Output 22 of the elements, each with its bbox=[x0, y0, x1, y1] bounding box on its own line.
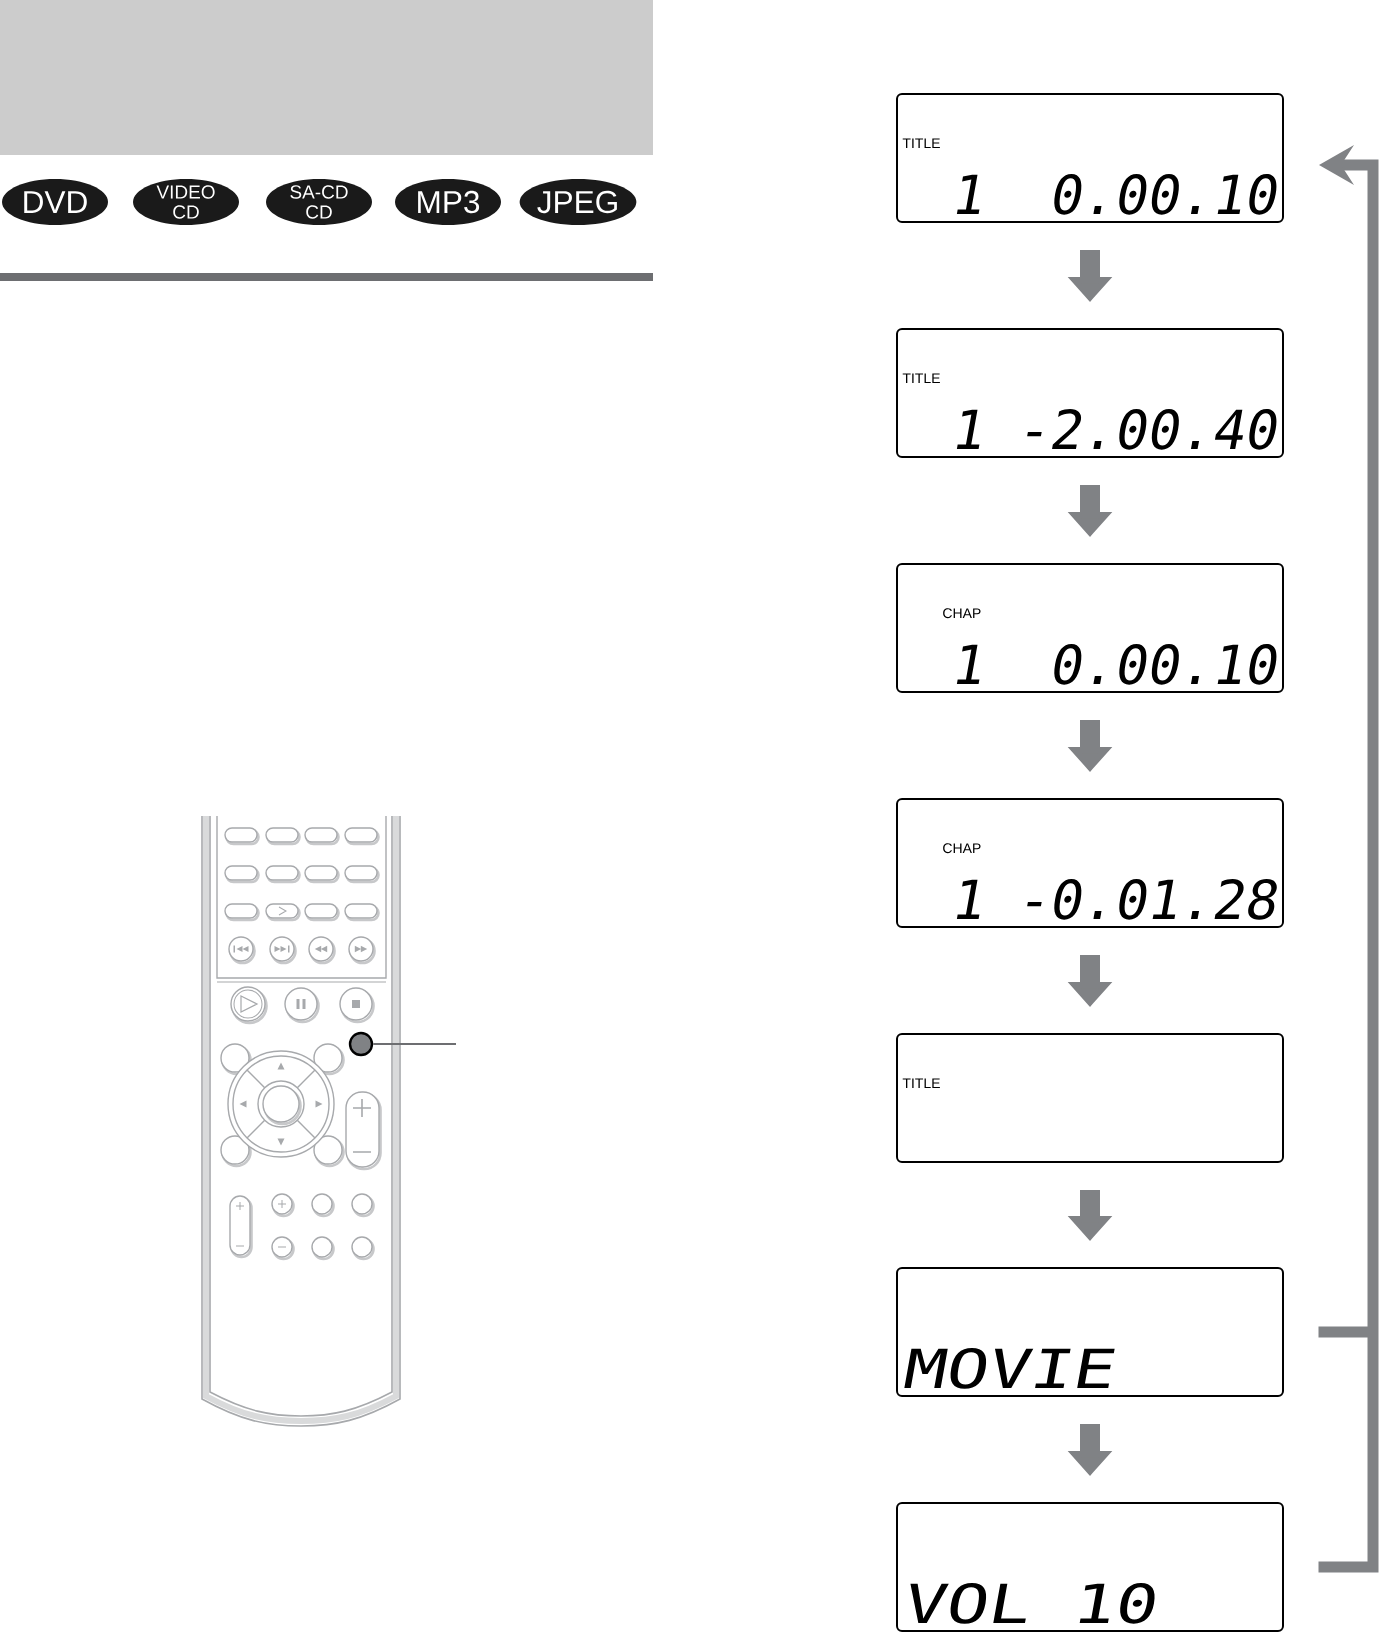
lcd-readout: -0.01.28 bbox=[1027, 878, 1277, 920]
disc-badge: DVD bbox=[2, 179, 108, 225]
remote-button bbox=[348, 1031, 374, 1057]
indicator-label: CHAP bbox=[943, 843, 981, 854]
indicator-label: TITLE bbox=[902, 138, 940, 148]
lcd-readout: VOL 10 bbox=[910, 1582, 1155, 1624]
indicator-label: TITLE bbox=[902, 373, 940, 383]
lcd-readout: 1 bbox=[956, 174, 980, 214]
lcd-readout: 0.00.10 bbox=[1054, 643, 1277, 685]
lcd-readout: 0.00.10 bbox=[1054, 173, 1277, 215]
leader-line bbox=[372, 1043, 457, 1045]
lcd-readout: 1 bbox=[956, 409, 980, 449]
indicator-label: CHAP bbox=[943, 608, 981, 619]
disc-badge: SA-CD CD bbox=[266, 179, 372, 225]
lcd-readout: -2.00.40 bbox=[1027, 408, 1277, 450]
disc-badge: VIDEO CD bbox=[133, 179, 239, 225]
lcd-readout: 1 bbox=[956, 644, 980, 684]
lcd-readout: MOVIE bbox=[904, 1347, 1115, 1389]
disc-badge: JPEG bbox=[519, 179, 637, 225]
lcd-readout: 1 bbox=[956, 879, 980, 919]
indicator-label: TITLE bbox=[902, 1078, 940, 1088]
disc-badge: MP3 bbox=[395, 179, 501, 225]
